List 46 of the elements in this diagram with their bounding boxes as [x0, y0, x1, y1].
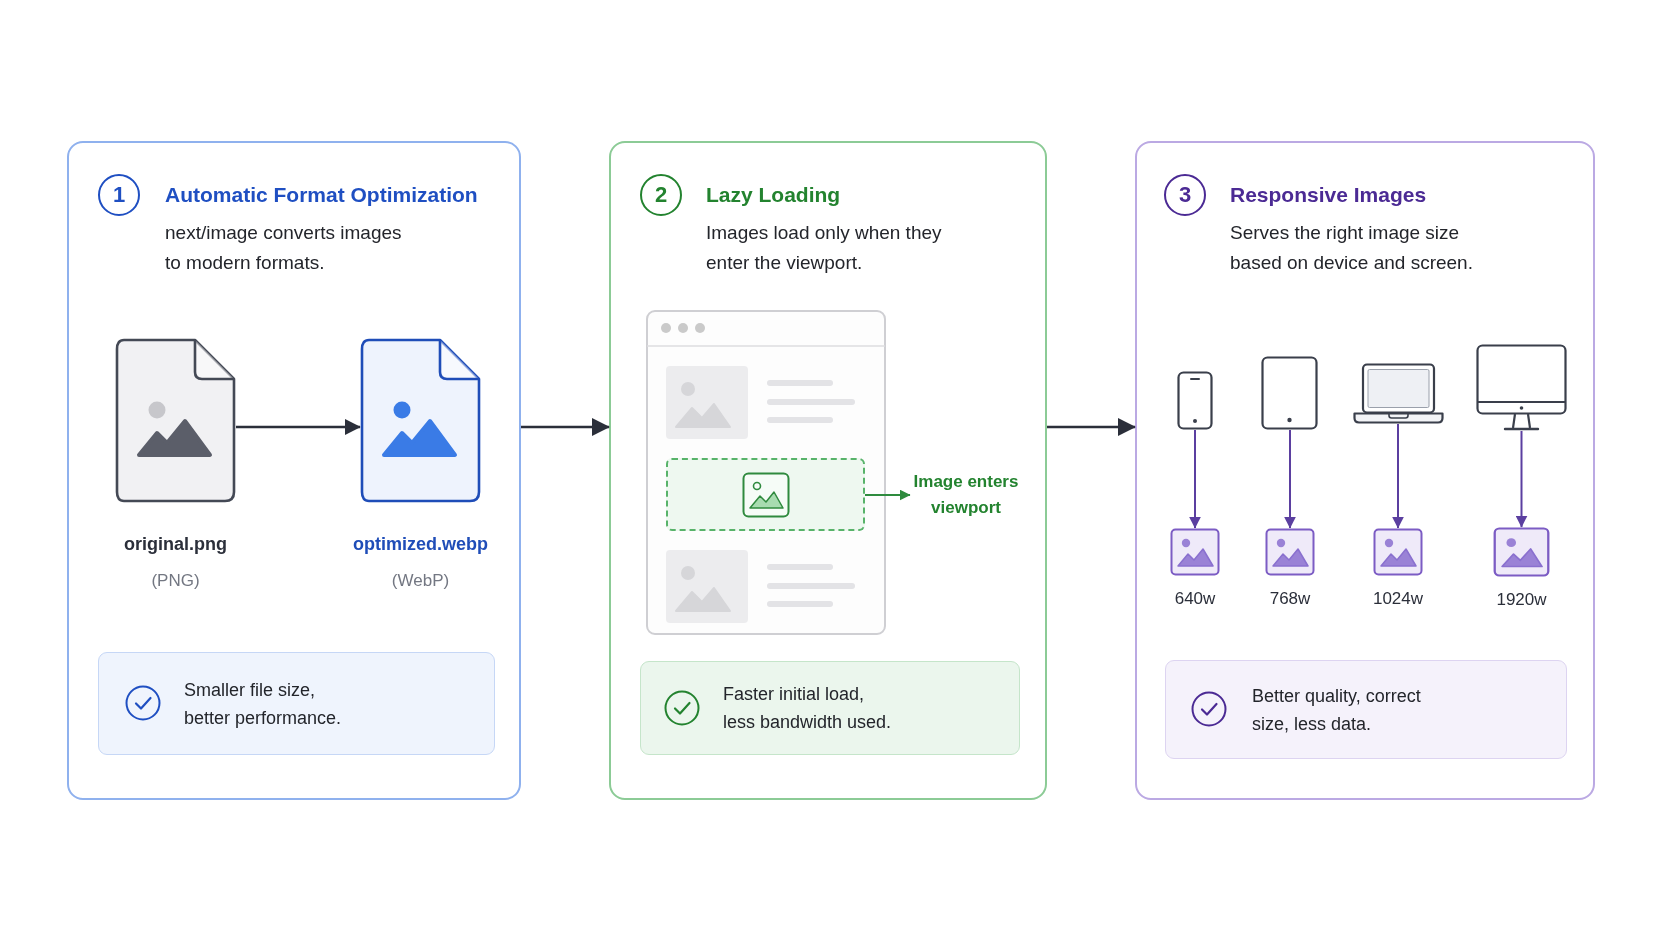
benefit-panel	[1165, 660, 1567, 759]
file-type: (PNG)	[151, 570, 200, 592]
image-icon	[1493, 527, 1550, 577]
card-title: Responsive Images	[1230, 182, 1427, 208]
benefit-text: Smaller file size, better performance.	[184, 678, 343, 730]
step-number: 1	[98, 174, 140, 216]
feature-card	[1135, 141, 1595, 800]
image-file-icon	[360, 338, 481, 503]
lazy-image-frame	[666, 458, 865, 531]
arrow	[1515, 430, 1528, 528]
image-icon	[1373, 528, 1423, 576]
arrow	[236, 419, 361, 435]
arrow	[864, 489, 911, 501]
step-number: 3	[1164, 174, 1206, 216]
feature-card	[67, 141, 521, 800]
image-file-icon	[115, 338, 236, 503]
feature-card	[609, 141, 1047, 800]
file-name: original.png	[124, 533, 227, 555]
image-icon	[1265, 528, 1315, 576]
benefit-panel	[640, 661, 1020, 755]
callout-text: Image enters viewport	[910, 469, 1022, 521]
benefit-text: Faster initial load, less bandwidth used.	[723, 683, 893, 734]
tablet-icon	[1261, 356, 1318, 430]
image-icon	[1170, 528, 1220, 576]
arrow	[1047, 418, 1136, 436]
arrow	[1189, 429, 1201, 529]
arrow	[1284, 429, 1296, 529]
benefit-text: Better quality, correct size, less data.	[1252, 684, 1422, 736]
card-description: next/image converts images to modern formats.	[165, 221, 403, 275]
laptop-icon	[1353, 363, 1444, 424]
desktop-monitor-icon	[1476, 344, 1567, 431]
card-description: Serves the right image size based on device and screen.	[1230, 221, 1474, 275]
file-type: (WebP)	[391, 570, 450, 592]
arrow	[1392, 423, 1404, 529]
card-description: Images load only when they enter the viewport.	[706, 221, 943, 275]
benefit-panel	[98, 652, 495, 755]
image-width-label: 1920w	[1496, 589, 1547, 611]
card-title: Lazy Loading	[706, 182, 841, 208]
file-name: optimized.webp	[353, 533, 488, 555]
image-width-label: 768w	[1269, 588, 1311, 610]
image-width-label: 1024w	[1372, 588, 1424, 610]
smartphone-icon	[1177, 371, 1213, 430]
image-width-label: 640w	[1174, 588, 1216, 610]
arrow	[521, 418, 610, 436]
card-title: Automatic Format Optimization	[165, 182, 478, 208]
step-number: 2	[640, 174, 682, 216]
